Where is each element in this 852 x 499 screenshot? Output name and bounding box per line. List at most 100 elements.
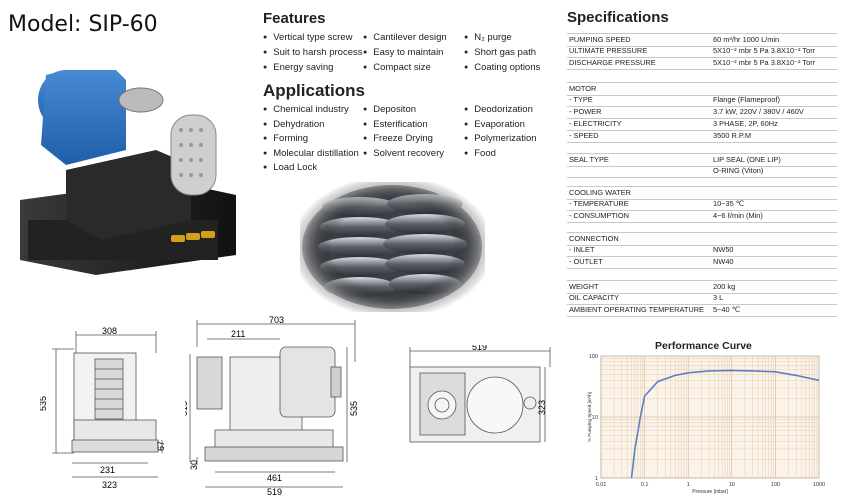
spec-key: SEAL TYPE [569,155,609,164]
spec-value: NW50 [713,245,734,254]
spec-value: 200 kg [713,282,736,291]
spec-row: - TYPE Flange (Flameproof) [567,94,837,107]
spec-key: WEIGHT [569,282,599,291]
spec-key: PUMPING SPEED [569,35,631,44]
x-tick-label: 100 [771,482,780,488]
model-title: Model: SIP-60 [8,12,158,37]
spec-value: 3 L [713,293,724,302]
spec-value: 10~35 ℃ [713,199,745,208]
applications-col3: Deodorization Evaporation Polymerization… [464,104,537,163]
features-title: Features [263,10,326,27]
feature-item: Short gas path [464,47,540,62]
chart-title: Performance Curve [655,340,752,352]
dim-front-67: 67 [156,441,166,451]
spec-row: - ELECTRICITY 3 PHASE, 2P, 60Hz [567,118,837,131]
y-tick-label: 10 [592,415,598,421]
feature-item: N₂ purge [464,32,540,47]
spec-key: ULTIMATE PRESSURE [569,46,648,55]
features-col2: Cantilever design Easy to maintain Compa… [363,32,447,77]
spec-row: MOTOR [567,82,837,96]
features-col1: Vertical type screw Suit to harsh proces… [263,32,362,77]
spec-row: - POWER 3.7 kW, 220V / 380V / 460V [567,106,837,119]
rotor-photo [300,182,485,312]
spec-key: - POWER [569,107,602,116]
spec-value: LIP SEAL (ONE LIP) [713,155,781,164]
dim-side-515: 515 [185,401,189,416]
spec-row: O-RING (Viton) [567,165,837,178]
spec-row: - TEMPERATURE 10~35 ℃ [567,198,837,211]
application-item: Load Lock [263,162,359,177]
application-item: Evaporation [464,119,537,134]
application-item: Food [464,148,537,163]
dim-side-461: 461 [267,473,282,483]
feature-item: Compact size [363,62,447,77]
spec-key: - ELECTRICITY [569,119,622,128]
side-view-drawing: 703 211 515 535 30 461 519 [185,315,359,495]
y-tick-label: 100 [589,354,598,360]
x-tick-label: 1 [687,482,690,488]
application-item: Deodorization [464,104,537,119]
y-axis-label: % Pumping Speed [m³/h] [587,392,592,442]
dim-side-211: 211 [231,329,245,339]
feature-item: Suit to harsh process [263,47,362,62]
spec-key: OIL CAPACITY [569,293,620,302]
spec-key: - TYPE [569,95,593,104]
dim-side-519: 519 [267,487,282,495]
dim-front-231: 231 [100,465,115,475]
specifications-title: Specifications [567,9,669,26]
x-tick-label: 0.1 [641,482,649,488]
dim-side-30: 30 [189,460,199,470]
y-tick-label: 1 [595,476,598,482]
spec-row: WEIGHT 200 kg [567,280,837,294]
spec-row: - INLET NW50 [567,244,837,257]
application-item: Depositon [363,104,444,119]
spec-row: ULTIMATE PRESSURE 5X10⁻² mbr 5 Pa 3.8X10⁻… [567,45,837,58]
spec-value: O-RING (Viton) [713,166,764,175]
spec-value: Flange (Flameproof) [713,95,780,104]
dim-side-703: 703 [269,315,284,325]
spec-key: COOLING WATER [569,188,632,197]
spec-value: NW40 [713,257,734,266]
spec-key: - TEMPERATURE [569,199,629,208]
application-item: Dehydration [263,119,359,134]
spec-value: 3 PHASE, 2P, 60Hz [713,119,778,128]
front-view-drawing: 308 535 67 231 323 [40,326,166,490]
feature-item: Coating options [464,62,540,77]
spec-key: - SPEED [569,131,599,140]
dim-front-323: 323 [102,480,117,490]
feature-item: Vertical type screw [263,32,362,47]
feature-item: Easy to maintain [363,47,447,62]
spec-row: OIL CAPACITY 3 L [567,292,837,305]
features-col3: N₂ purge Short gas path Coating options [464,32,540,77]
feature-item: Cantilever design [363,32,446,47]
spec-key: - CONSUMPTION [569,211,629,220]
spec-key: DISCHARGE PRESSURE [569,58,656,67]
applications-col2: Depositon Esterification Freeze Drying S… [363,104,444,162]
dim-front-width: 308 [102,326,117,336]
application-item: Chemical industry [263,104,359,119]
x-tick-label: 10 [729,482,735,488]
spec-row: DISCHARGE PRESSURE 5X10⁻² mbr 5 Pa 3.8X10… [567,57,837,70]
spec-row: COOLING WATER [567,186,837,200]
application-item: Esterification [363,119,444,134]
spec-key: - INLET [569,245,595,254]
spec-key: CONNECTION [569,234,619,243]
feature-item: Energy saving [263,62,362,77]
dim-top-519: 519 [472,345,487,352]
spec-key: AMBIENT OPERATING TEMPERATURE [569,305,704,314]
x-tick-label: 1000 [813,482,825,488]
x-axis-label: Pressure [mbar] [692,489,728,495]
spec-value: 3.7 kW, 220V / 380V / 460V [713,107,804,116]
x-tick-label: 0.01 [596,482,607,488]
applications-title: Applications [263,81,366,100]
application-item: Freeze Drying [363,133,444,148]
spec-value: 5X10⁻² mbr 5 Pa 3.8X10⁻² Torr [713,58,816,67]
spec-key: MOTOR [569,84,597,93]
spec-value: 3500 R.P.M [713,131,752,140]
application-item: Molecular distillation [263,148,359,163]
spec-value: 5X10⁻² mbr 5 Pa 3.8X10⁻² Torr [713,46,816,55]
